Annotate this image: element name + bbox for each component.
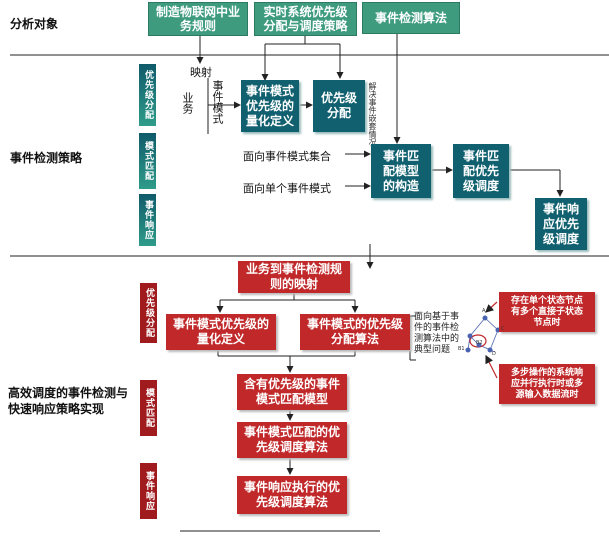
section-label-implementation-2: 快速响应策略实现 [8, 402, 105, 416]
nesting-note: 解决事件嵌套情况 [368, 82, 377, 146]
mapping-label: 映射 [190, 66, 212, 79]
box-event-detection-algorithm: 事件检测算法 [362, 2, 460, 34]
box-priority-quantification: 事件模式优先级的量化定义 [166, 314, 276, 350]
box-response-priority-scheduling: 事件响应优先级调度 [535, 198, 587, 250]
box-issue-parallel-execution: 多步操作的系统响应并行执行时或多源输入数据流时 [499, 364, 595, 404]
box-priority-match-model: 含有优先级的事件模式匹配模型 [237, 374, 347, 410]
node-label-d: D [492, 351, 496, 357]
box-priority-allocation-algorithm: 事件模式的优先级分配算法 [300, 314, 410, 350]
node-label-a: A [482, 308, 486, 314]
box-realtime-priority-strategy: 实时系统优先级分配与调度策略 [254, 2, 357, 36]
event-mode-label: 事件模式 [211, 80, 224, 124]
section-label-strategy: 事件检测策略 [10, 151, 83, 165]
box-priority-allocation: 优先级分配 [313, 80, 365, 132]
box-rule-mapping: 业务到事件检测规则的映射 [238, 261, 350, 293]
business-label: 业务 [181, 92, 194, 114]
box-match-model-construction: 事件匹配模型的构造 [371, 144, 431, 198]
side-label-priority-bottom: 优先级分配 [140, 283, 157, 343]
box-quantification: 事件模式优先级的量化定义 [241, 80, 299, 132]
for-pattern-set-label: 面向事件模式集合 [243, 150, 331, 163]
node-label-b2: B2 [476, 340, 483, 346]
box-issue-multiple-children: 存在单个状态节点有多个直接子状态节点时 [499, 292, 595, 332]
side-label-response-bottom: 事件响应 [140, 463, 157, 519]
box-response-scheduling-algorithm: 事件响应执行的优先级调度算法 [237, 476, 347, 514]
box-iot-business-rules: 制造物联网中业务规则 [148, 2, 248, 36]
state-graph [467, 317, 499, 353]
side-label-matching-bottom: 模式匹配 [140, 380, 157, 436]
side-label-response: 事件响应 [139, 194, 156, 246]
side-label-priority: 优先级分配 [139, 64, 156, 126]
side-label-matching: 模式匹配 [139, 133, 156, 189]
box-match-priority-scheduling: 事件匹配优先级调度 [453, 144, 509, 198]
for-single-pattern-label: 面向单个事件模式 [243, 182, 331, 195]
node-label-b1: B1 [458, 346, 465, 352]
section-label-target: 分析对象 [10, 17, 59, 31]
typical-problem-note: 面向基于事件的事件检测算法中的典型问题 [414, 312, 460, 355]
node-label-c: C [501, 326, 505, 332]
section-label-implementation-1: 高效调度的事件检测与 [8, 386, 129, 400]
box-match-scheduling-algorithm: 事件模式匹配的优先级调度算法 [237, 422, 347, 458]
